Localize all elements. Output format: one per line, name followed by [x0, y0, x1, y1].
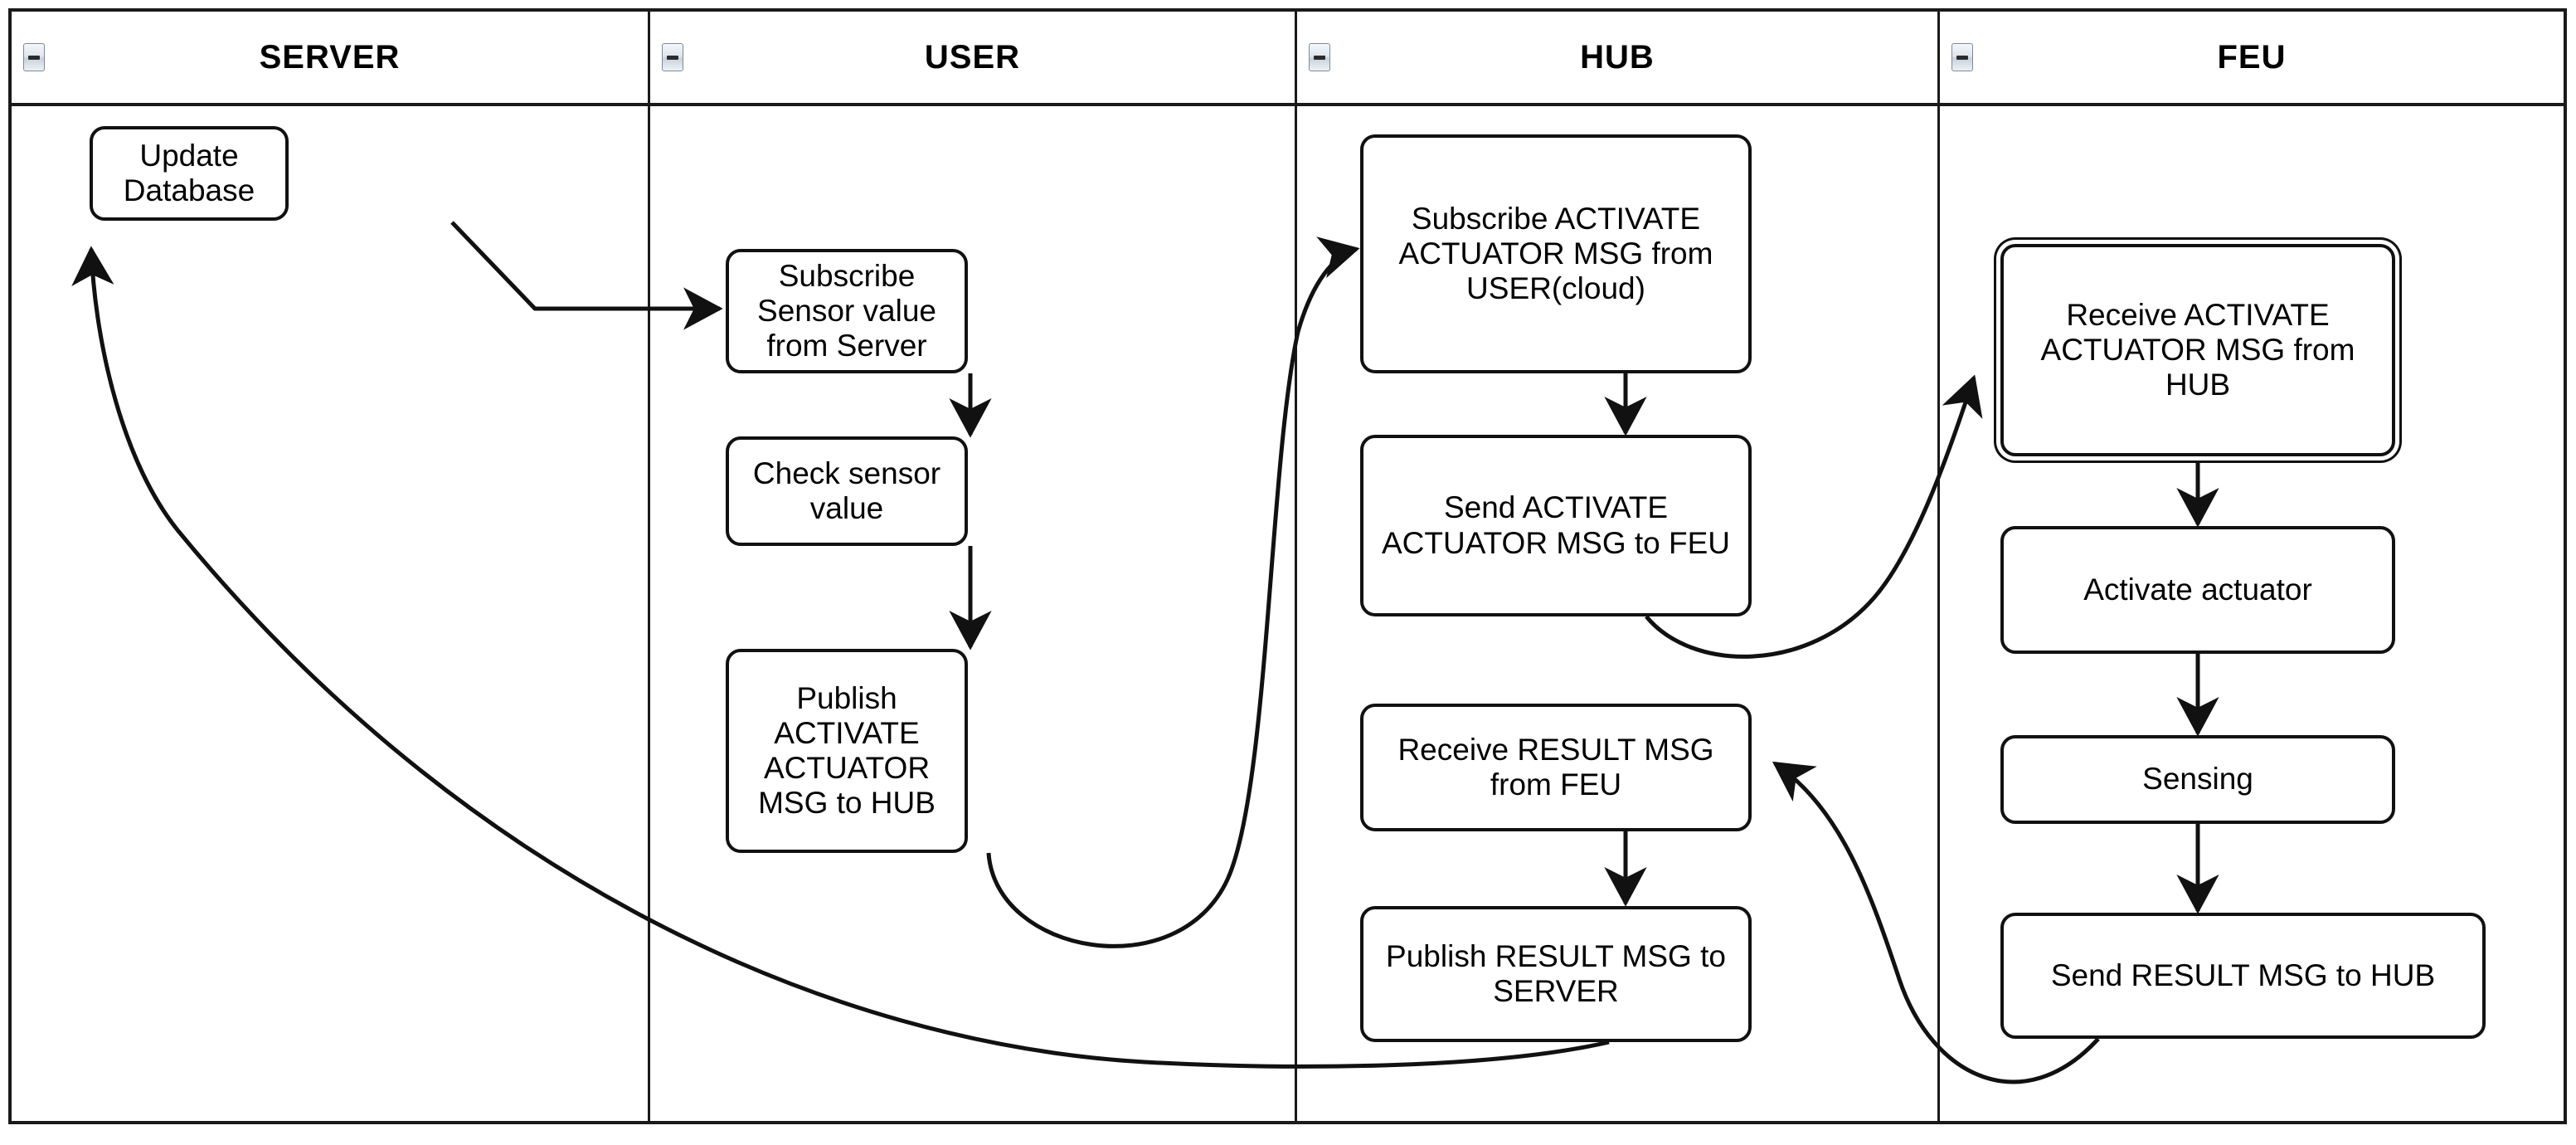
node-label: Send RESULT MSG to HUB	[2050, 957, 2436, 992]
lane-body-server	[12, 106, 650, 1121]
node-receive-activate-actuator-msg[interactable]: Receive ACTIVATE ACTUATOR MSG from HUB	[2000, 244, 2395, 456]
lane-header-hub[interactable]: HUB	[1297, 12, 1940, 106]
node-publish-activate-actuator-msg[interactable]: Publish ACTIVATE ACTUATOR MSG to HUB	[726, 649, 968, 853]
lane-header-server[interactable]: SERVER	[12, 12, 650, 106]
node-label: Activate actuator	[2083, 572, 2312, 607]
lane-title-user: USER	[924, 38, 1021, 76]
node-label: Publish ACTIVATE ACTUATOR MSG to HUB	[758, 680, 936, 821]
node-update-database[interactable]: Update Database	[90, 126, 289, 221]
node-subscribe-sensor-value[interactable]: Subscribe Sensor value from Server	[726, 249, 968, 373]
node-send-result-msg[interactable]: Send RESULT MSG to HUB	[2000, 913, 2486, 1039]
node-publish-result-msg[interactable]: Publish RESULT MSG to SERVER	[1360, 906, 1752, 1042]
lane-header-user[interactable]: USER	[650, 12, 1297, 106]
minus-icon[interactable]	[1951, 43, 1973, 71]
minus-icon[interactable]	[1309, 43, 1330, 71]
node-check-sensor-value[interactable]: Check sensor value	[726, 436, 968, 546]
minus-icon[interactable]	[662, 43, 683, 71]
lane-header-feu[interactable]: FEU	[1940, 12, 2564, 106]
node-receive-result-msg[interactable]: Receive RESULT MSG from FEU	[1360, 704, 1752, 831]
node-label: Sensing	[2142, 762, 2253, 797]
node-subscribe-activate-actuator-msg[interactable]: Subscribe ACTIVATE ACTUATOR MSG from USE…	[1360, 134, 1752, 373]
node-label: Check sensor value	[752, 456, 941, 525]
node-label: Send ACTIVATE ACTUATOR MSG to FEU	[1381, 490, 1731, 560]
node-label: Update Database	[123, 138, 255, 207]
lane-title-feu: FEU	[2217, 38, 2287, 76]
minus-icon[interactable]	[23, 43, 45, 71]
node-label: Receive ACTIVATE ACTUATOR MSG from HUB	[2040, 297, 2355, 402]
node-label: Subscribe Sensor value from Server	[757, 258, 936, 363]
lane-title-hub: HUB	[1580, 38, 1655, 76]
node-label: Subscribe ACTIVATE ACTUATOR MSG from USE…	[1398, 201, 1713, 306]
node-sensing[interactable]: Sensing	[2000, 735, 2395, 824]
node-send-activate-actuator-msg[interactable]: Send ACTIVATE ACTUATOR MSG to FEU	[1360, 435, 1752, 616]
lane-title-server: SERVER	[259, 38, 401, 76]
node-label: Receive RESULT MSG from FEU	[1397, 732, 1714, 802]
node-label: Publish RESULT MSG to SERVER	[1386, 938, 1726, 1008]
node-activate-actuator[interactable]: Activate actuator	[2000, 526, 2395, 654]
